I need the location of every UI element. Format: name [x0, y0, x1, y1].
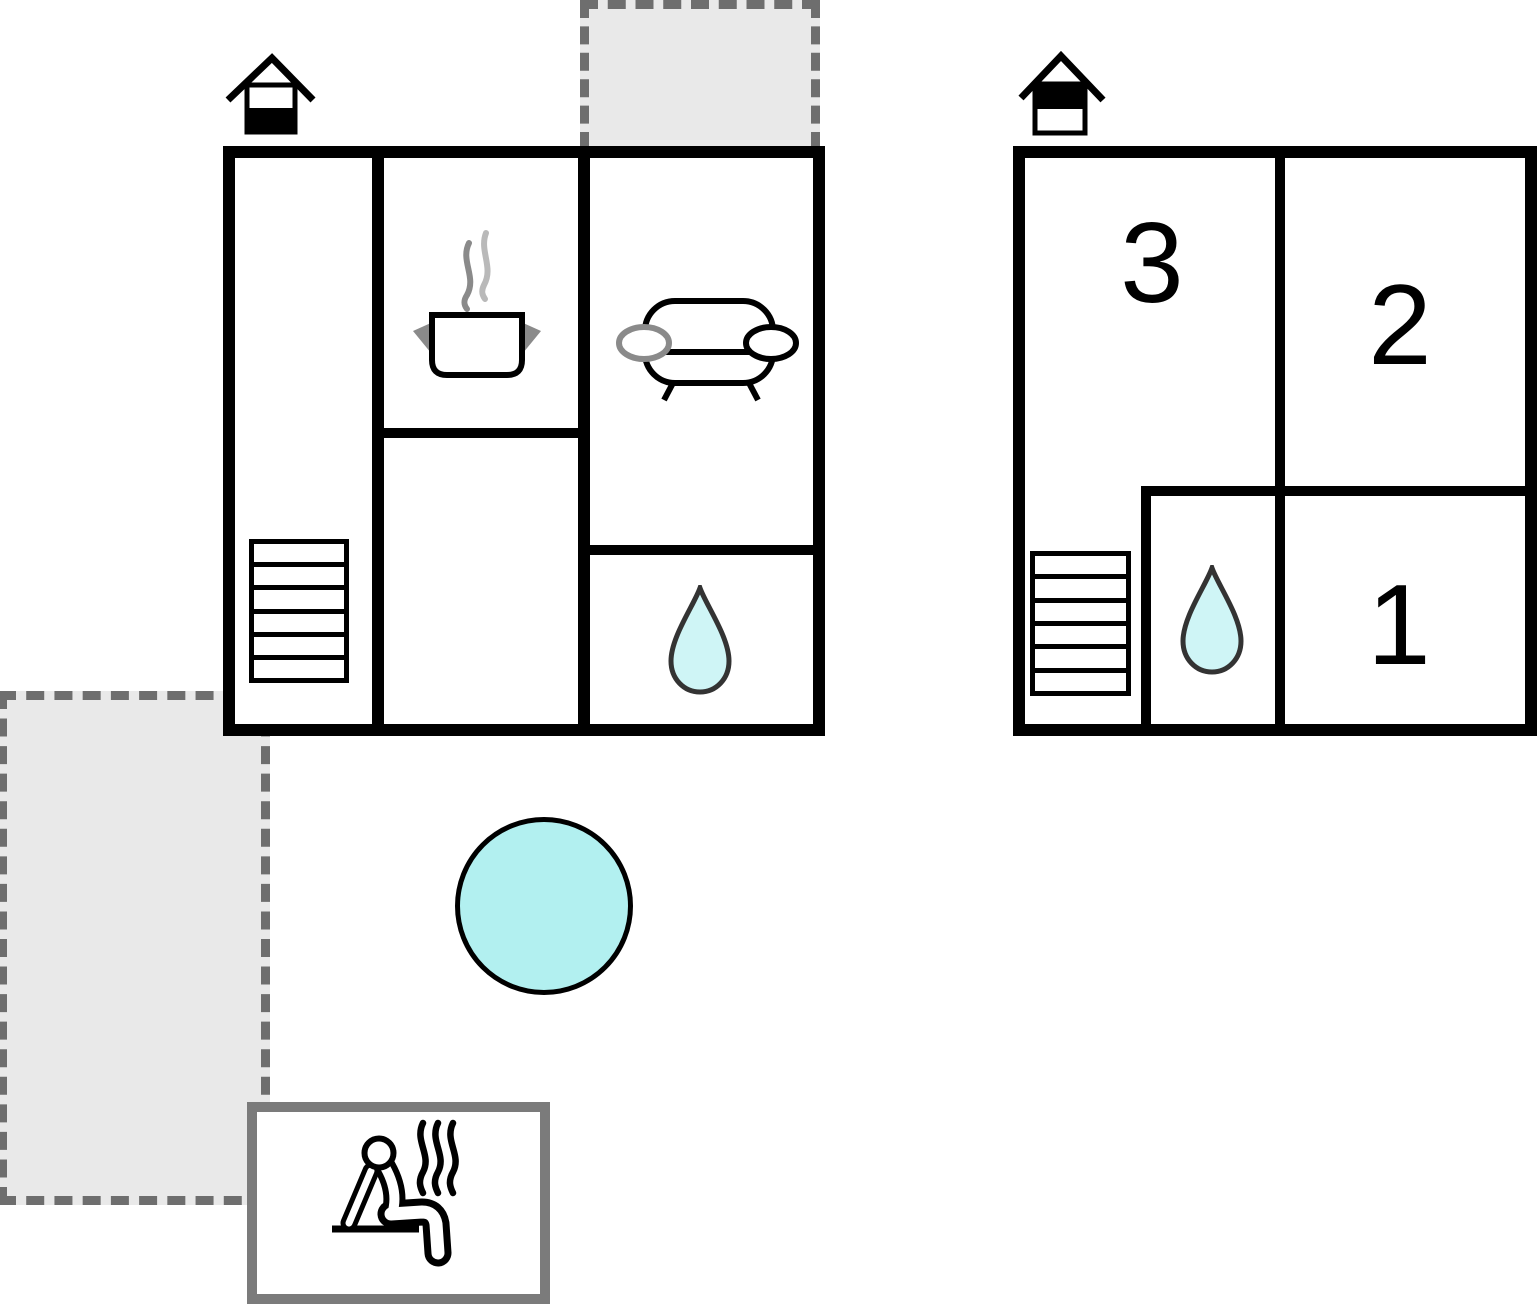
- sauna-box: [247, 1102, 550, 1304]
- stairs-ground-floor: [249, 539, 349, 683]
- wall-horizontal-divider: [1141, 486, 1525, 496]
- house-marker-upper-floor-icon: [1018, 50, 1106, 136]
- upper-floor-building: 3 2 1: [1013, 146, 1537, 736]
- wall-center-divider: [578, 158, 590, 724]
- bedroom-2-label: 2: [1368, 262, 1432, 389]
- water-drop-icon: [668, 585, 732, 695]
- wall-hall-divider: [372, 158, 384, 724]
- wall-bathroom-left: [1141, 486, 1151, 724]
- wall-bedroom-divider: [1275, 158, 1285, 724]
- pool-circle: [455, 817, 633, 995]
- wall-bathroom-top: [590, 545, 813, 555]
- water-drop-icon: [1180, 565, 1244, 675]
- ground-floor-building: [223, 146, 825, 736]
- bedroom-3-label: 3: [1120, 200, 1184, 327]
- sofa-icon: [616, 298, 799, 402]
- terrace-bottom-left: [0, 691, 270, 1205]
- house-marker-ground-floor-icon: [225, 53, 316, 135]
- sauna-person-icon: [332, 1119, 459, 1267]
- stairs-upper-floor: [1030, 551, 1131, 696]
- wall-kitchen-bottom: [384, 428, 578, 438]
- bedroom-1-label: 1: [1367, 562, 1431, 689]
- cooking-pot-icon: [413, 230, 541, 378]
- terrace-top: [580, 0, 820, 150]
